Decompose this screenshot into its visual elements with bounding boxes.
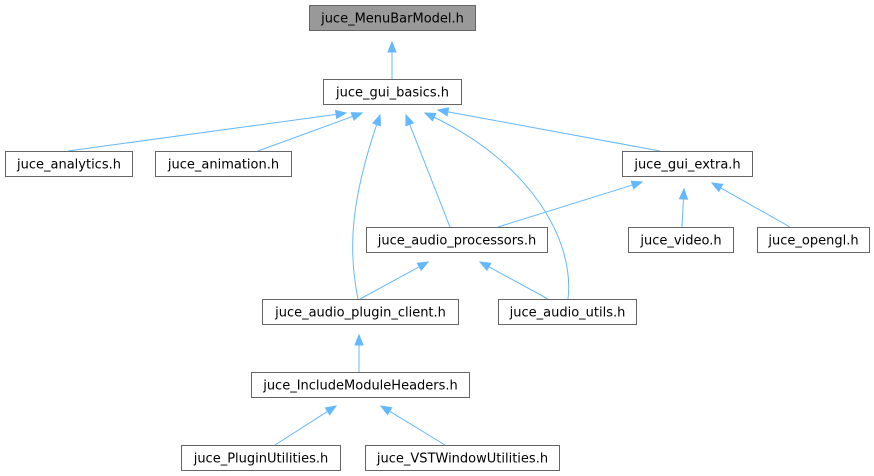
arrowhead-icon [372,113,381,127]
arrowhead-icon [630,180,644,190]
node-label: juce_opengl.h [767,234,858,249]
node-box [757,227,870,253]
node-box [498,299,637,325]
node-label: juce_animation.h [167,158,279,173]
arrowhead-icon [350,112,364,122]
node-include-module-headers[interactable]: juce_IncludeModuleHeaders.h [251,372,470,398]
node-video[interactable]: juce_video.h [628,227,734,253]
edge-audio_processors-to-gui_basics [405,113,451,228]
edge-analytics-to-gui_basics [67,109,348,152]
node-label: juce_MenuBarModel.h [320,12,464,27]
node-vst-window-utilities[interactable]: juce_VSTWindowUtilities.h [365,445,560,471]
arrowhead-icon [334,109,348,120]
node-box [622,151,753,177]
edge-audio_utils-to-audio_processors [478,261,549,300]
node-box [181,445,341,471]
nodes-layer: juce_MenuBarModel.h juce_gui_basics.hjuce… [5,5,870,471]
node-label: juce_analytics.h [16,158,121,173]
node-label: juce_gui_extra.h [633,158,740,173]
edges-layer [67,40,791,446]
edge-audio_plugin_client-to-audio_processors [359,261,430,300]
node-label: juce_audio_plugin_client.h [274,306,446,321]
arrowhead-icon [710,182,724,193]
arrowhead-icon [354,333,364,346]
node-gui-extra[interactable]: juce_gui_extra.h [622,151,753,177]
arrowhead-icon [478,261,492,272]
arrowhead-icon [423,112,437,122]
node-audio-plugin-client[interactable]: juce_audio_plugin_client.h [262,299,459,325]
node-opengl[interactable]: juce_opengl.h [757,227,870,253]
edge-audio_utils-to-gui_basics [423,112,570,300]
edge-opengl-to-gui_extra [710,182,791,228]
node-menubar[interactable]: juce_MenuBarModel.h [309,5,476,31]
edge-plugin_utilities-to-include_module_headers [274,405,338,446]
arrowhead-icon [678,187,689,200]
node-label: juce_gui_basics.h [335,86,449,101]
node-audio-processors[interactable]: juce_audio_processors.h [366,227,548,253]
arrowhead-icon [416,261,430,272]
node-label: juce_PluginUtilities.h [193,452,329,467]
node-box [262,299,459,325]
arrowhead-icon [387,40,397,53]
edge-animation-to-gui_basics [257,112,364,152]
node-box [155,151,292,177]
node-analytics[interactable]: juce_analytics.h [5,151,133,177]
arrowhead-icon [379,405,393,416]
node-box [309,5,476,31]
node-label: juce_VSTWindowUtilities.h [376,452,548,467]
arrowhead-icon [324,405,338,416]
node-box [366,227,548,253]
node-box [323,79,462,105]
edge-video-to-gui_extra [678,187,689,228]
arrowhead-icon [436,107,450,117]
node-label: juce_video.h [639,234,721,249]
edge-include_module_headers-to-audio_plugin_client [354,333,364,372]
edge-audio_processors-to-gui_extra [497,180,644,228]
node-box [365,445,560,471]
node-label: juce_audio_utils.h [509,306,626,321]
edge-gui_extra-to-gui_basics [436,107,661,152]
node-audio-utils[interactable]: juce_audio_utils.h [498,299,637,325]
edge-gui_basics-to-menubar [387,40,397,79]
arrowhead-icon [405,113,415,127]
node-plugin-utilities[interactable]: juce_PluginUtilities.h [181,445,341,471]
node-label: juce_audio_processors.h [377,234,536,249]
node-label: juce_IncludeModuleHeaders.h [262,379,458,394]
node-box [628,227,734,253]
node-box [251,372,470,398]
node-gui-basics[interactable]: juce_gui_basics.h [323,79,462,105]
node-animation[interactable]: juce_animation.h [155,151,292,177]
node-box [5,151,133,177]
edge-vst_window_utilities-to-include_module_headers [379,405,446,446]
edge-audio_plugin_client-to-gui_basics [352,113,381,300]
